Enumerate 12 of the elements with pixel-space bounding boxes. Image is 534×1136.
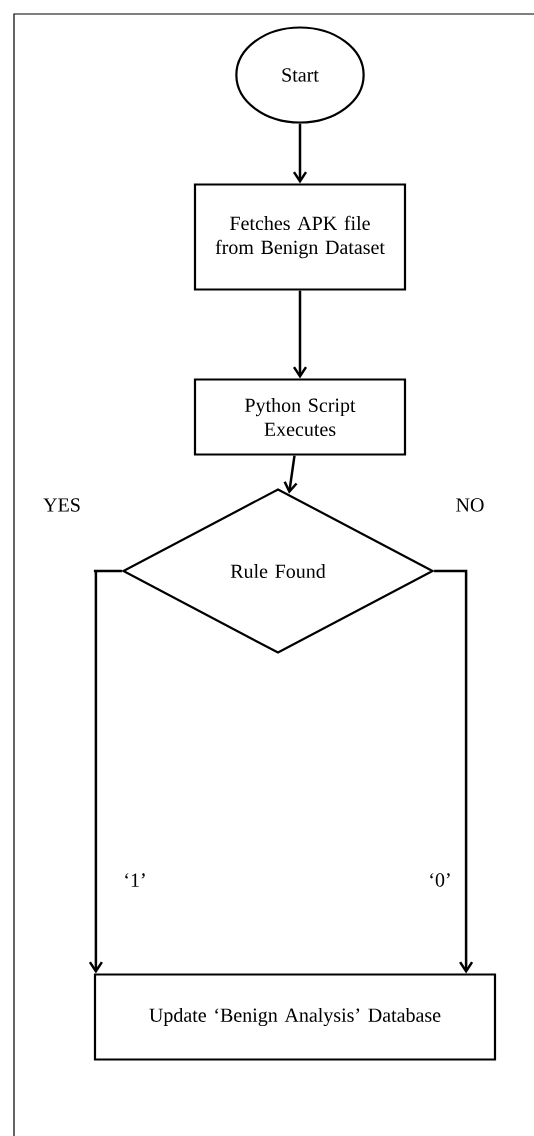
branch-label: YES bbox=[43, 498, 80, 512]
arrow bbox=[434, 569, 474, 974]
process-box: Update ‘Benign Analysis’ Database bbox=[93, 973, 497, 1061]
process-box: Python Script Executes bbox=[193, 378, 407, 456]
edge-label: ‘1’ bbox=[125, 873, 145, 887]
branch-label: NO bbox=[456, 498, 484, 512]
arrow bbox=[283, 455, 298, 494]
edge-label: ‘0’ bbox=[430, 873, 450, 887]
arrow bbox=[292, 123, 308, 184]
arrow bbox=[88, 569, 122, 974]
arrow bbox=[292, 290, 308, 379]
process-box: Fetches APK file from Benign Dataset bbox=[193, 183, 407, 291]
